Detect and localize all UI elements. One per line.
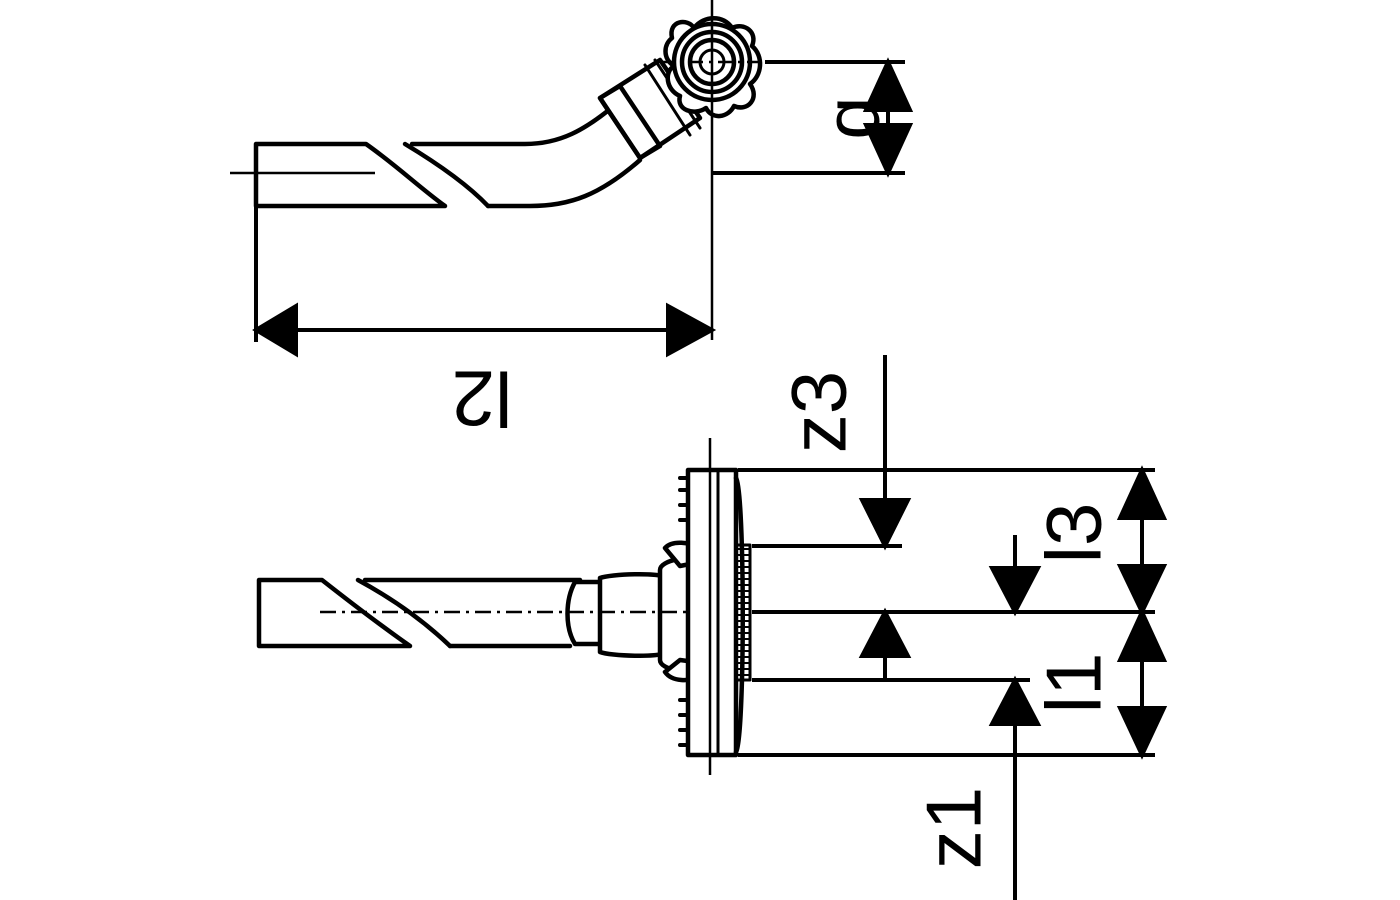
- top-pipe-left-segment: [253, 141, 448, 209]
- dim-l3-arrow-top: [1116, 465, 1168, 520]
- dim-l1-arrow-bottom: [1116, 706, 1168, 760]
- dimension-lines-bottom: [738, 355, 1168, 900]
- label-l1: l1: [1030, 653, 1118, 714]
- label-l3: l3: [1030, 503, 1118, 564]
- label-z3: z3: [775, 371, 863, 453]
- top-pipe-break-curve: [402, 141, 491, 209]
- dim-l2-arrow-right: [666, 302, 717, 358]
- label-l2: l2: [452, 354, 513, 442]
- top-view: [253, 16, 763, 209]
- dim-b-arrow-top: [862, 57, 914, 112]
- dimension-b: [712, 57, 914, 178]
- bottom-centerlines: [320, 438, 712, 775]
- dim-l1-arrow-top: [1116, 607, 1168, 662]
- bottom-rim-edge: [733, 475, 745, 755]
- label-b: b: [820, 96, 908, 139]
- label-z1: z1: [910, 787, 998, 869]
- dimension-l2: [252, 206, 717, 358]
- bottom-pipe-body: [362, 577, 583, 649]
- bottom-plate-teeth: [678, 476, 690, 747]
- dim-l2-arrow-left: [252, 302, 298, 358]
- dim-z3-arrow: [858, 498, 912, 551]
- dim-l3-arrow-bottom: [1116, 564, 1168, 617]
- dim-z1-arrow: [988, 675, 1042, 726]
- dim-z1-arrow-upper: [988, 566, 1042, 617]
- dim-b-arrow-bottom: [862, 123, 914, 178]
- bottom-pipe-break-curve: [355, 577, 453, 649]
- dim-z3-arrow-lower: [858, 607, 912, 658]
- bottom-flange-plate: [685, 467, 739, 758]
- top-fitting-sleeve: [597, 83, 663, 161]
- top-centerlines: [230, 0, 765, 340]
- bottom-view: [256, 467, 752, 758]
- top-pipe-bend: [409, 102, 643, 209]
